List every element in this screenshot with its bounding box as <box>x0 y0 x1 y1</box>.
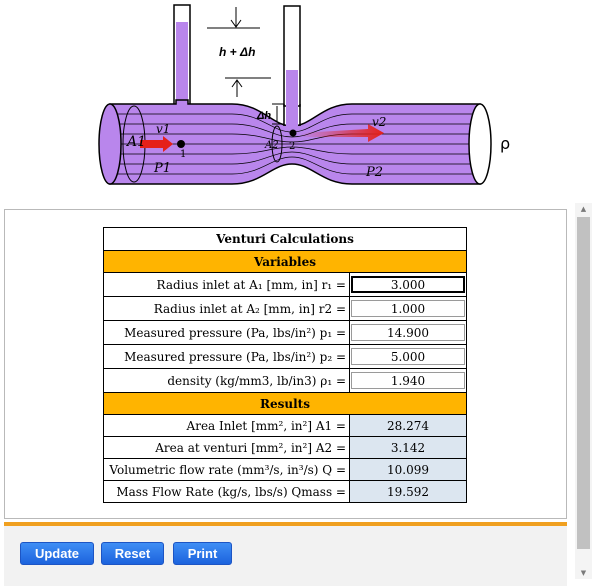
table-title: Venturi Calculations <box>103 227 467 251</box>
variable-label: Radius inlet at A₂ [mm, in] r2 = <box>103 296 350 321</box>
variable-row: Measured pressure (Pa, lbs/in²) p₁ = 14.… <box>103 320 467 345</box>
height-label: h + Δh <box>219 45 255 59</box>
density-input[interactable]: 1.940 <box>351 372 465 389</box>
radius-inlet-a2-input[interactable]: 1.000 <box>351 300 465 317</box>
scroll-up-icon[interactable]: ▲ <box>580 205 587 213</box>
area-inlet-value: 28.274 <box>349 414 467 437</box>
pressure-p2-input[interactable]: 5.000 <box>351 348 465 365</box>
point-1 <box>177 140 185 148</box>
reset-button[interactable]: Reset <box>101 542 164 565</box>
result-row: Area at venturi [mm², in²] A2 = 3.142 <box>103 436 467 459</box>
variables-header: Variables <box>103 250 467 273</box>
inlet-face <box>98 103 122 185</box>
result-row: Area Inlet [mm², in²] A1 = 28.274 <box>103 414 467 437</box>
variable-row: density (kg/mm3, lb/in3) ρ₁ = 1.940 <box>103 368 467 393</box>
footer-divider <box>4 522 567 526</box>
result-row: Volumetric flow rate (mm³/s, in³/s) Q = … <box>103 458 467 481</box>
variable-label: density (kg/mm3, lb/in3) ρ₁ = <box>103 368 350 393</box>
variable-label: Measured pressure (Pa, lbs/in²) p₁ = <box>103 320 350 345</box>
variable-row: Radius inlet at A₁ [mm, in] r₁ = 3.000 <box>103 272 467 297</box>
velocity2-label: v2 <box>372 115 386 129</box>
density-label: ρ <box>500 134 510 153</box>
vertical-scrollbar[interactable]: ▲ ▼ <box>575 203 592 579</box>
variable-row: Measured pressure (Pa, lbs/in²) p₂ = 5.0… <box>103 344 467 369</box>
delta-h-label: Δh <box>256 110 271 122</box>
volumetric-flow-value: 10.099 <box>349 458 467 481</box>
pressure1-label: P1 <box>153 161 171 176</box>
point-2 <box>289 129 297 137</box>
result-label: Area Inlet [mm², in²] A1 = <box>103 414 350 437</box>
inlet-tube-fluid <box>176 22 188 112</box>
pressure2-label: P2 <box>365 165 383 180</box>
outlet-face <box>468 103 492 185</box>
mass-flow-value: 19.592 <box>349 480 467 503</box>
results-header: Results <box>103 392 467 415</box>
scrollbar-thumb[interactable] <box>577 217 590 549</box>
result-label: Area at venturi [mm², in²] A2 = <box>103 436 350 459</box>
result-label: Volumetric flow rate (mm³/s, in³/s) Q = <box>103 458 350 481</box>
venturi-diagram: h + Δh Δh A1 A2 v1 v2 P1 P2 1 2 ρ <box>98 4 510 185</box>
result-row: Mass Flow Rate (kg/s, lbs/s) Qmass = 19.… <box>103 480 467 503</box>
area2-label: A2 <box>264 140 279 151</box>
point1-label: 1 <box>180 149 186 160</box>
update-button[interactable]: Update <box>20 542 94 565</box>
arrow-inlet <box>140 136 173 152</box>
variable-label: Radius inlet at A₁ [mm, in] r₁ = <box>103 272 350 297</box>
velocity1-label: v1 <box>156 122 170 136</box>
button-bar: Update Reset Print <box>4 526 567 586</box>
print-button[interactable]: Print <box>173 542 232 565</box>
arrow-outlet <box>300 124 384 142</box>
scroll-down-icon[interactable]: ▼ <box>580 569 587 577</box>
calculator-panel: Venturi Calculations Variables Radius in… <box>4 209 567 519</box>
venturi-table: Venturi Calculations Variables Radius in… <box>103 227 467 503</box>
area1-label: A1 <box>125 134 146 150</box>
variable-row: Radius inlet at A₂ [mm, in] r2 = 1.000 <box>103 296 467 321</box>
point2-label: 2 <box>289 141 295 152</box>
result-label: Mass Flow Rate (kg/s, lbs/s) Qmass = <box>103 480 350 503</box>
radius-inlet-a1-input[interactable]: 3.000 <box>351 276 465 293</box>
area-venturi-value: 3.142 <box>349 436 467 459</box>
variable-label: Measured pressure (Pa, lbs/in²) p₂ = <box>103 344 350 369</box>
pressure-p1-input[interactable]: 14.900 <box>351 324 465 341</box>
